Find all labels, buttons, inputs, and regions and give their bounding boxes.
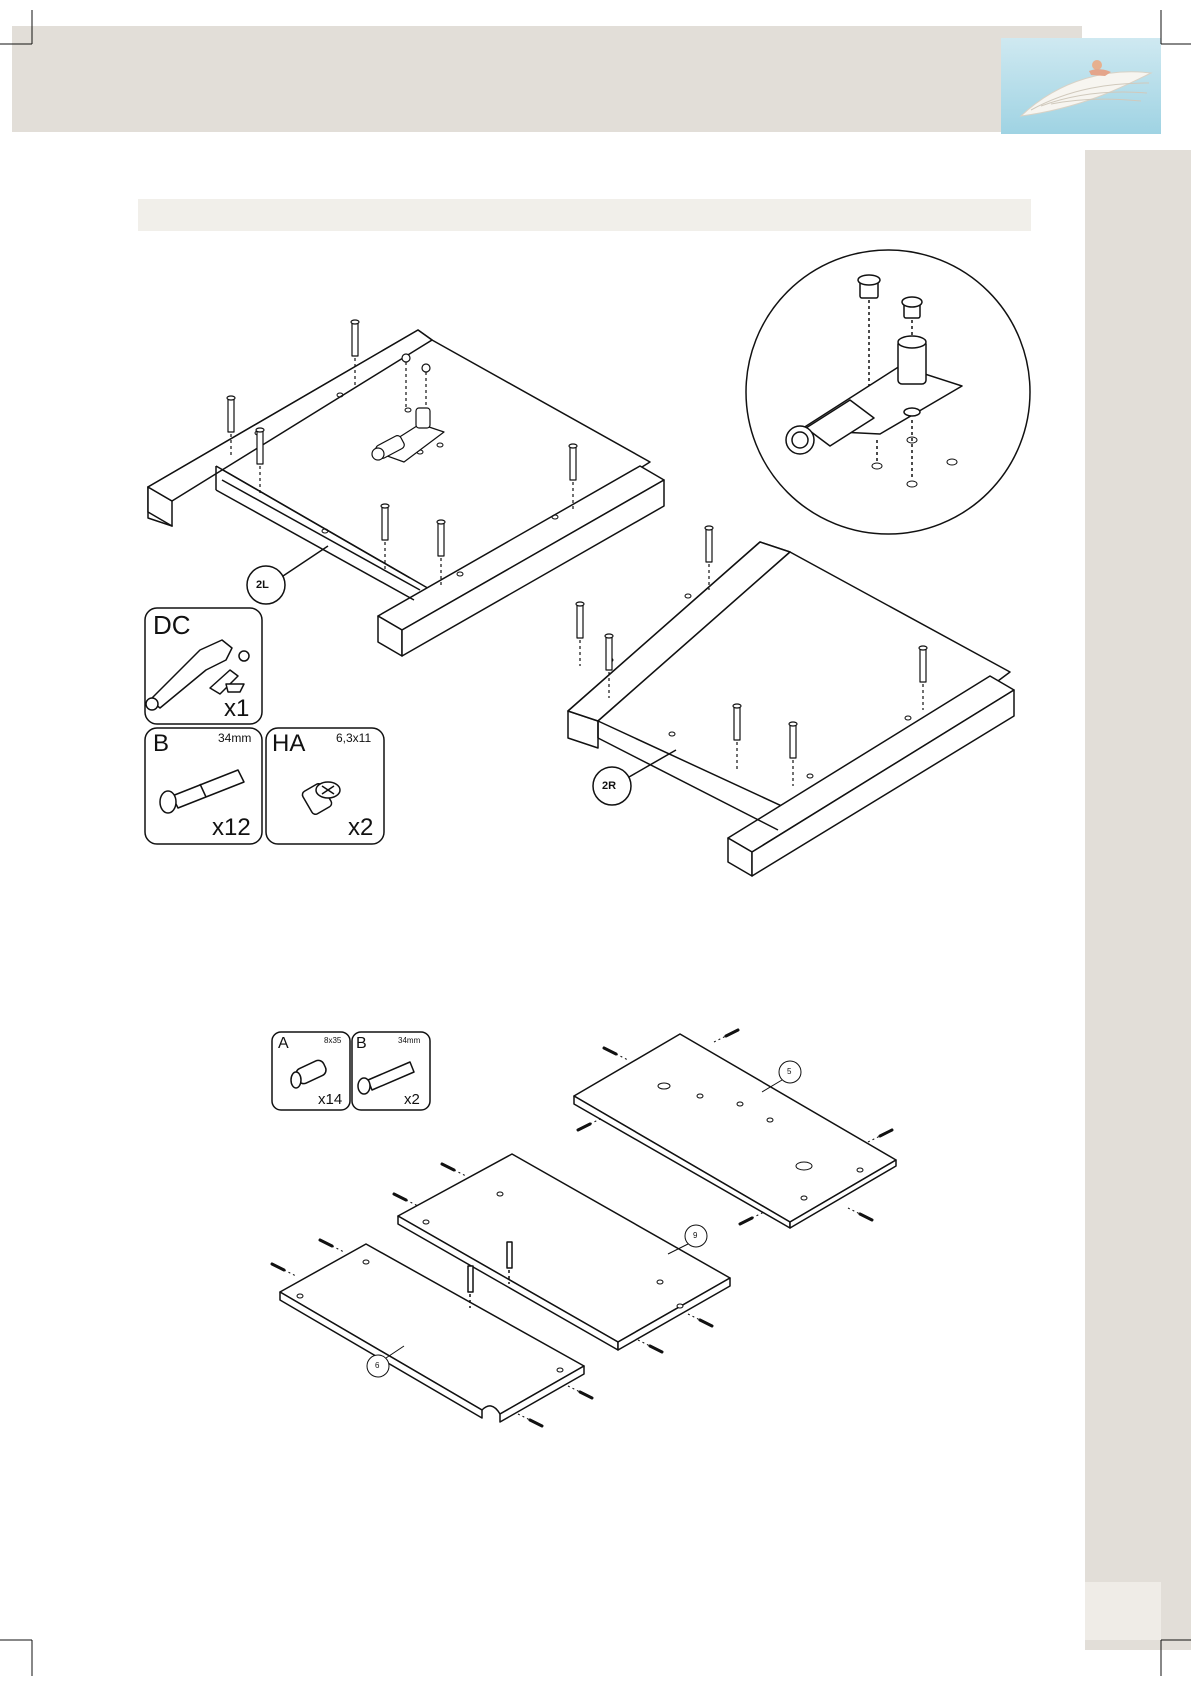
part-dc-qty: x1 (224, 697, 249, 721)
bolt (576, 602, 584, 666)
panel-5 (574, 1034, 896, 1228)
part-a-size: 8x35 (324, 1037, 341, 1045)
part-b2-qty: x2 (404, 1092, 420, 1107)
callout-2r-bubble (593, 750, 676, 805)
bolt (705, 526, 713, 590)
detail-circle (746, 250, 1030, 534)
callout-2l-label: 2L (256, 580, 269, 591)
part-b-qty: x12 (212, 816, 251, 840)
part-b-code: B (153, 732, 169, 756)
part-b-size: 34mm (218, 732, 251, 744)
part-ha-code: HA (272, 732, 305, 756)
frame-2l (148, 330, 664, 656)
callout-2l-bubble (247, 546, 328, 604)
callout-2r-label: 2R (602, 781, 616, 792)
callout-6-label: 6 (375, 1362, 379, 1370)
frame-2r (568, 542, 1014, 876)
part-b2-size: 34mm (398, 1037, 420, 1045)
callout-9-label: 9 (693, 1232, 697, 1240)
part-a-qty: x14 (318, 1092, 342, 1107)
part-a-code: A (278, 1036, 289, 1052)
part-ha-size: 6,3x11 (336, 732, 371, 744)
part-ha-qty: x2 (348, 816, 373, 840)
part-b2-code: B (356, 1036, 367, 1052)
callout-5-label: 5 (787, 1068, 791, 1076)
part-dc-code: DC (153, 612, 191, 638)
